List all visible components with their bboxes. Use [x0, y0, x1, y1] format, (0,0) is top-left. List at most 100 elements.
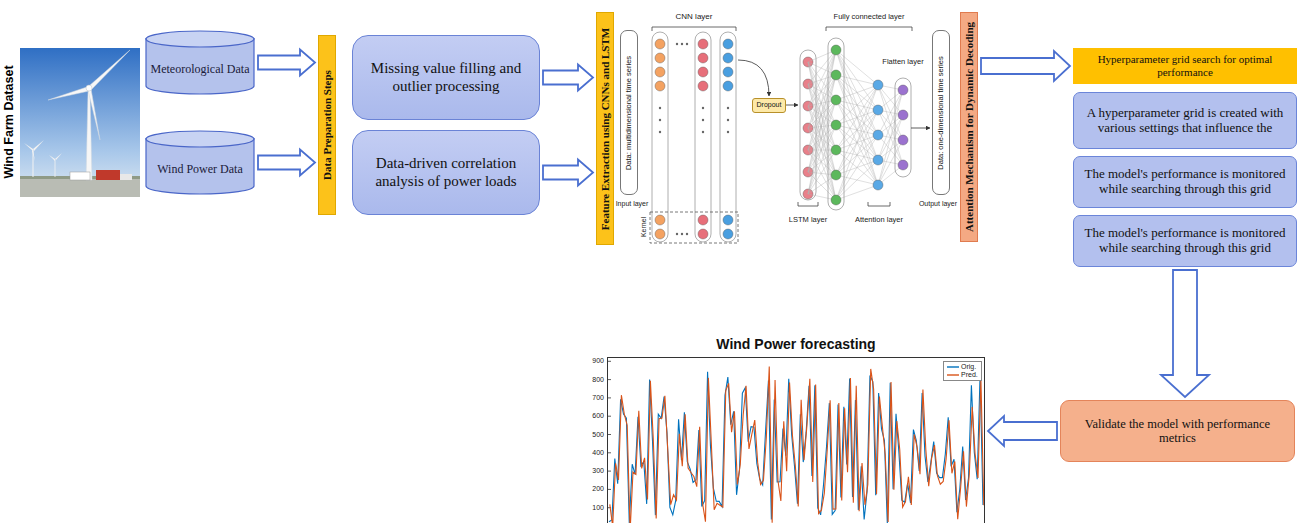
- neuron: [655, 81, 665, 91]
- legend-swatch: [947, 372, 959, 378]
- connection-line: [836, 135, 878, 200]
- neuron: [873, 105, 883, 115]
- connection-line: [808, 100, 836, 172]
- neuron: [898, 160, 908, 170]
- neuron: [723, 39, 733, 49]
- connection-line: [836, 50, 878, 110]
- connection-line: [878, 115, 903, 185]
- neuron: [698, 39, 708, 49]
- neuron: [655, 53, 665, 63]
- step-header: Hyperparameter grid search for optimal p…: [1073, 48, 1297, 84]
- layer-bracket: [798, 202, 818, 206]
- dot: [727, 119, 729, 121]
- flow-arrow: [786, 105, 798, 106]
- connection-line: [836, 75, 878, 185]
- neuron-group: [873, 80, 883, 190]
- block-arrow: [258, 50, 315, 76]
- node-text: Meteorological Data: [151, 63, 250, 77]
- axis-tick-label: 800: [592, 376, 604, 384]
- layer-bracket: [826, 27, 912, 31]
- step-band: Attention Mechanism for Dynamic Decoding: [960, 12, 978, 242]
- layer-label: Attention layer: [855, 216, 903, 224]
- block-arrow: [981, 51, 1070, 81]
- dot: [686, 43, 688, 45]
- node-text: Data: one-dimensional time series: [937, 56, 946, 169]
- connection-line: [836, 110, 878, 200]
- dot: [702, 119, 704, 121]
- process-box: A hyperparameter grid is created with va…: [1073, 92, 1297, 149]
- neuron-group: [831, 45, 841, 205]
- database-cylinder: Wind Power Data: [145, 130, 255, 195]
- legend-row: Pred.: [947, 371, 978, 379]
- neuron: [898, 135, 908, 145]
- legend-swatch: [947, 364, 959, 370]
- dot: [681, 43, 683, 45]
- connection-line: [836, 85, 878, 150]
- node-text: Data Preparation Steps: [321, 70, 334, 180]
- neuron: [698, 229, 708, 239]
- ellipsis-dots: [676, 43, 688, 235]
- step-band: Data Preparation Steps: [318, 35, 336, 215]
- cylinder-top: [146, 131, 254, 147]
- connection-line: [836, 160, 878, 200]
- legend-text: Orig.: [961, 363, 976, 371]
- plot-area: [609, 367, 984, 523]
- ellipsis-dots: [659, 107, 661, 133]
- chart-title: Wind Power forecasting: [608, 336, 984, 352]
- neuron: [873, 180, 883, 190]
- node-text: Feature Extraction using CNNs and LSTM: [599, 27, 612, 229]
- block-arrow: [258, 150, 315, 176]
- process-box: Missing value filling and outlier proces…: [352, 35, 540, 120]
- connection-line: [836, 85, 878, 100]
- neuron: [873, 80, 883, 90]
- neuron: [698, 215, 708, 225]
- connection-line: [836, 185, 878, 200]
- process-box: Data-driven correlation analysis of powe…: [352, 130, 540, 215]
- block-arrow: [988, 416, 1057, 446]
- dot: [659, 107, 661, 109]
- node-text: Hyperparameter grid search for optimal p…: [1079, 53, 1291, 78]
- legend-line: [947, 366, 959, 367]
- layer-bracket: [868, 202, 890, 206]
- neuron: [831, 45, 841, 55]
- data-box: Data: multidimensional time series: [620, 30, 638, 195]
- flow-arrow: [911, 128, 930, 129]
- ellipsis-dots: [727, 107, 729, 133]
- node-text: Data-driven correlation analysis of powe…: [361, 155, 531, 190]
- kernel-label: Kernel: [640, 217, 648, 237]
- neuron: [831, 95, 841, 105]
- node-text: The model's performance is monitored whi…: [1082, 226, 1288, 256]
- node-text: Validate the model with performance metr…: [1069, 417, 1286, 446]
- neuron: [831, 145, 841, 155]
- neuron: [698, 67, 708, 77]
- neuron: [723, 67, 733, 77]
- legend-text: Pred.: [961, 371, 978, 379]
- chart-legend: Orig.Pred.: [943, 361, 982, 381]
- neuron-group: [698, 39, 708, 239]
- connection-line: [836, 85, 878, 175]
- series-line: [610, 367, 984, 523]
- process-box: The model's performance is monitored whi…: [1073, 215, 1297, 267]
- axis-tick-label: 200: [592, 486, 604, 494]
- layer-column: [652, 32, 668, 242]
- dot: [676, 233, 678, 235]
- ellipsis-dots: [702, 107, 704, 133]
- kernel-window: [650, 212, 738, 243]
- layer-column: [828, 38, 844, 210]
- data-box: Data: one-dimensional time series: [932, 30, 950, 195]
- cnn-lstm-figure: [650, 27, 930, 243]
- dataset-title: Wind Farm Dataset: [3, 65, 17, 178]
- layer-label: CNN layer: [676, 13, 713, 22]
- neuron: [723, 215, 733, 225]
- node-text: A hyperparameter grid is created with va…: [1082, 106, 1288, 136]
- neuron: [655, 215, 665, 225]
- neuron: [698, 81, 708, 91]
- flow-arrow: [738, 60, 769, 96]
- axis-tick-label: 400: [592, 449, 604, 457]
- neuron-group: [898, 85, 908, 170]
- neuron: [723, 53, 733, 63]
- connection-line: [808, 125, 836, 194]
- connection-line: [808, 62, 836, 200]
- chart-frame: Wind Power forecasting: [607, 357, 985, 523]
- neuron: [873, 130, 883, 140]
